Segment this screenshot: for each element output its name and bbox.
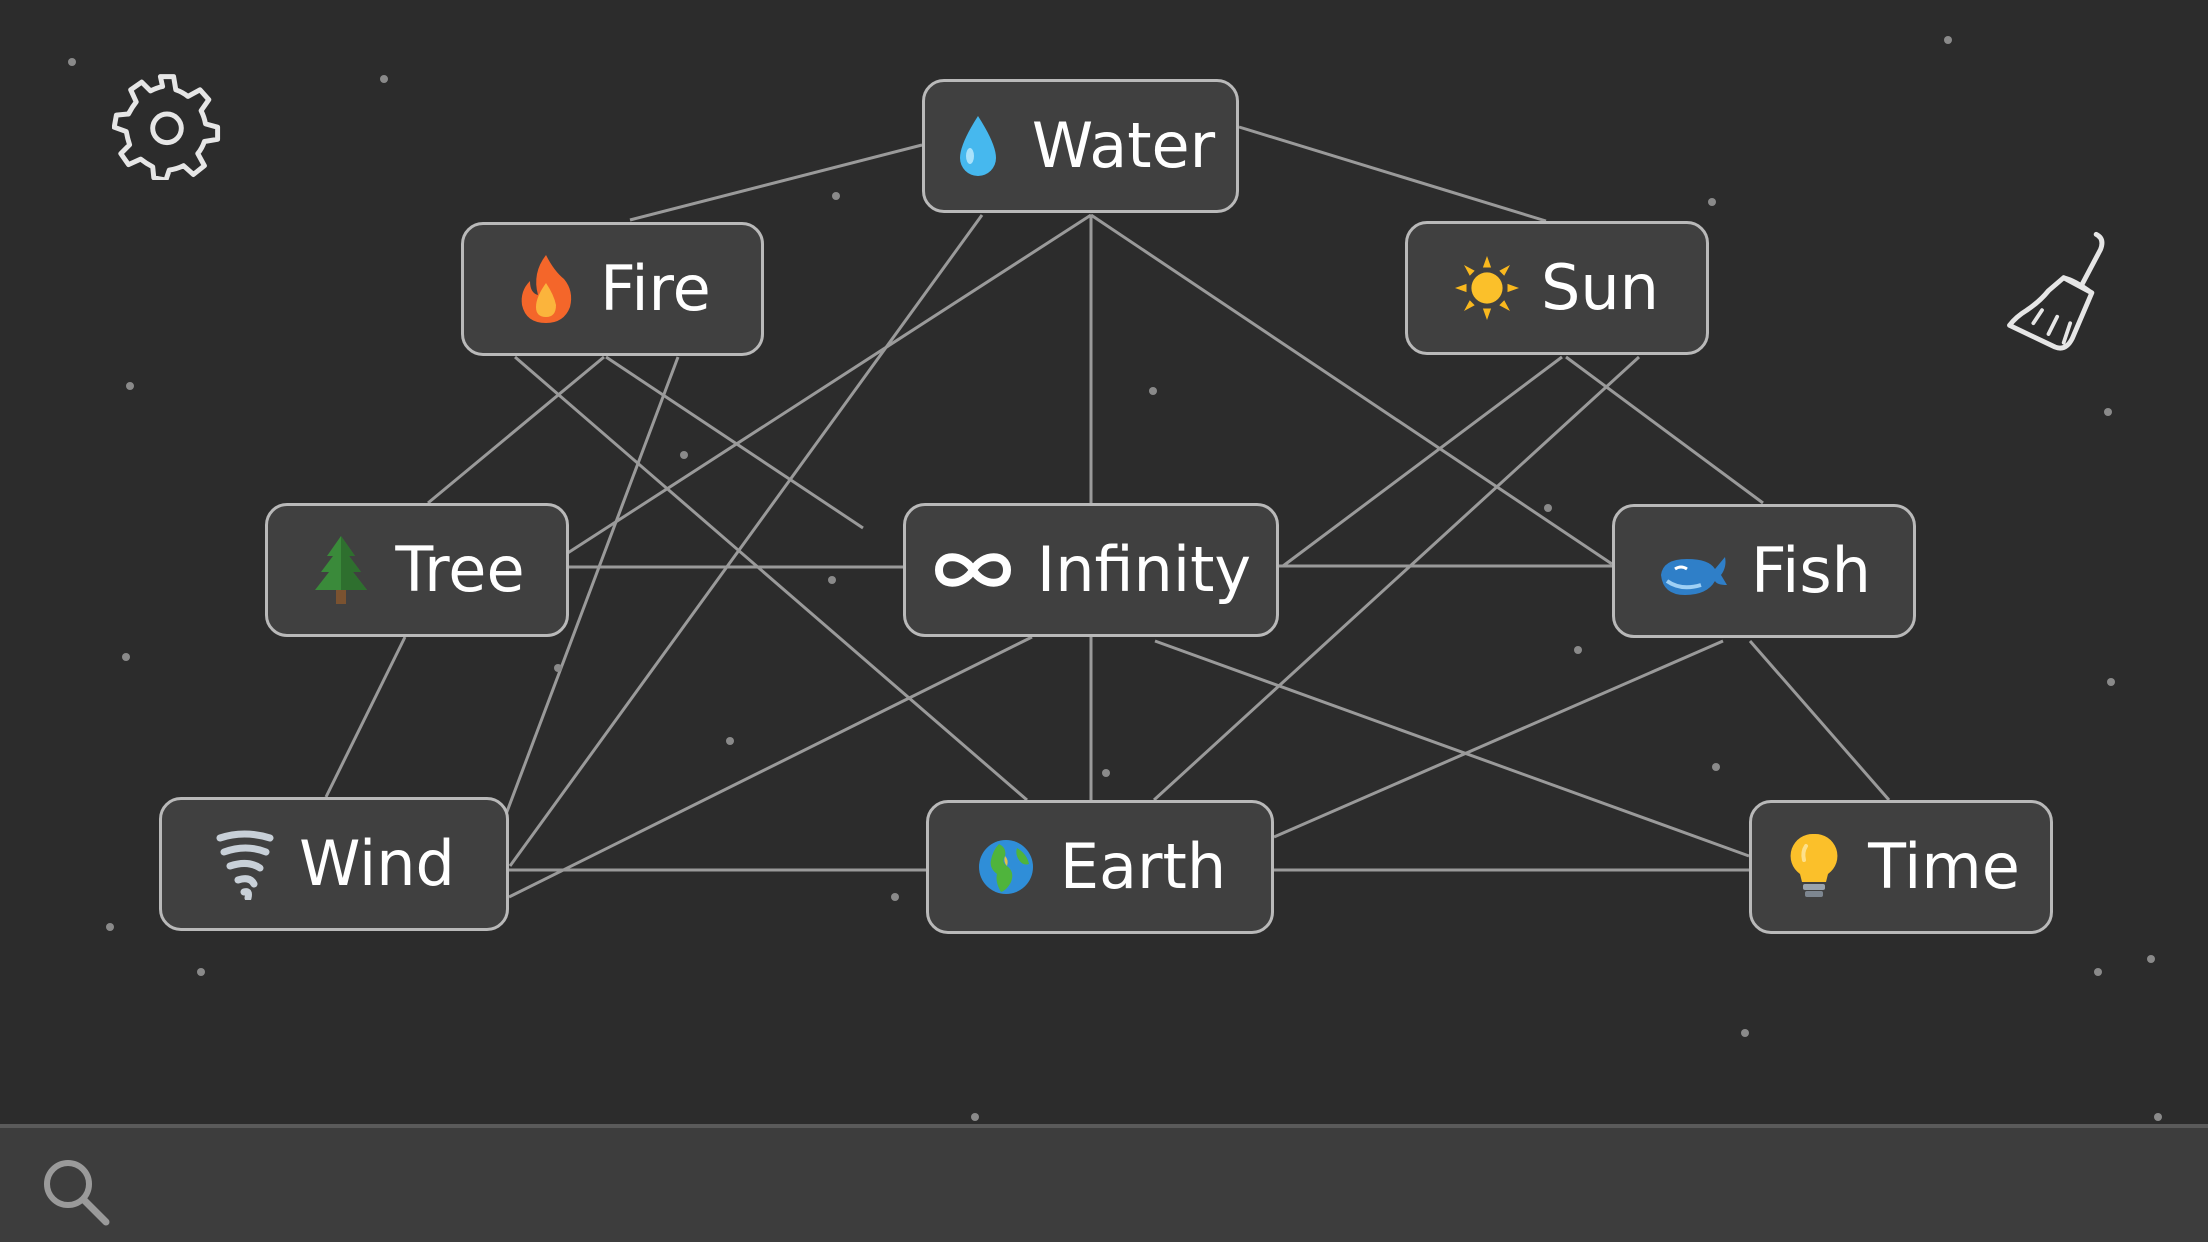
- star-dot: [1708, 198, 1716, 206]
- search-icon[interactable]: [38, 1154, 114, 1230]
- star-dot: [122, 653, 130, 661]
- connection-lines: [324, 125, 1891, 899]
- element-infinity[interactable]: Infinity: [903, 503, 1279, 637]
- star-dot: [1544, 504, 1552, 512]
- star-dot: [126, 382, 134, 390]
- lightbulb-icon: [1782, 833, 1846, 899]
- star-dot: [197, 968, 205, 976]
- star-dot: [680, 451, 688, 459]
- star-dot: [68, 58, 76, 66]
- connection-line: [1273, 639, 1724, 839]
- star-dot: [891, 893, 899, 901]
- element-label: Infinity: [1036, 533, 1252, 606]
- sun-icon: [1455, 256, 1520, 320]
- search-input[interactable]: [130, 1146, 2174, 1226]
- star-dot: [1574, 646, 1582, 654]
- connection-line: [1154, 639, 1750, 858]
- star-dot: [1944, 36, 1952, 44]
- connection-line: [1152, 355, 1641, 802]
- star-dot: [1741, 1029, 1749, 1037]
- star-dot: [554, 664, 562, 672]
- star-dot: [726, 737, 734, 745]
- star-dot: [106, 923, 114, 931]
- crafting-board[interactable]: Water Fire Sun: [0, 0, 2208, 1124]
- settings-button[interactable]: [111, 70, 222, 183]
- star-dot: [2107, 678, 2115, 686]
- clear-board-button[interactable]: [2000, 230, 2110, 360]
- gear-icon: [111, 74, 221, 183]
- element-label: Earth: [1059, 830, 1227, 903]
- connection-line: [1238, 125, 1547, 223]
- fire-icon: [514, 255, 578, 323]
- element-water[interactable]: Water: [922, 79, 1239, 213]
- star-dot: [832, 192, 840, 200]
- connection-line: [514, 355, 1028, 802]
- connection-line: [605, 355, 864, 530]
- connection-line: [1090, 213, 1613, 566]
- tree-icon: [309, 536, 373, 604]
- connection-line: [1748, 640, 1891, 801]
- globe-icon: [974, 835, 1038, 899]
- element-label: Tree: [395, 533, 525, 606]
- star-dot: [1712, 763, 1720, 771]
- connection-line: [503, 356, 680, 818]
- element-label: Fire: [600, 252, 711, 325]
- star-dot: [2154, 1113, 2162, 1121]
- star-dot: [828, 576, 836, 584]
- connection-line: [1565, 355, 1764, 505]
- star-dot: [971, 1113, 979, 1121]
- element-label: Sun: [1541, 251, 1659, 324]
- element-wind[interactable]: Wind: [159, 797, 509, 931]
- tornado-icon: [213, 830, 277, 900]
- connection-line: [508, 214, 984, 867]
- element-time[interactable]: Time: [1749, 800, 2053, 934]
- connection-line: [545, 213, 1092, 569]
- star-dot: [1149, 387, 1157, 395]
- connection-line: [1282, 355, 1563, 568]
- element-fire[interactable]: Fire: [461, 222, 764, 356]
- star-dot: [2147, 955, 2155, 963]
- infinity-icon: [931, 538, 1015, 602]
- search-bar: [0, 1124, 2208, 1242]
- element-sun[interactable]: Sun: [1405, 221, 1709, 355]
- broom-icon: [2007, 231, 2105, 351]
- connection-line: [508, 635, 1033, 899]
- connection-line: [629, 143, 923, 222]
- star-dot: [380, 75, 388, 83]
- element-tree[interactable]: Tree: [265, 503, 569, 637]
- whale-icon: [1657, 539, 1729, 603]
- star-dot: [2104, 408, 2112, 416]
- connection-line: [324, 636, 407, 798]
- element-earth[interactable]: Earth: [926, 800, 1274, 934]
- water-drop-icon: [946, 114, 1010, 178]
- element-label: Time: [1868, 830, 2020, 903]
- star-dot: [2094, 968, 2102, 976]
- element-label: Wind: [299, 827, 455, 900]
- element-label: Water: [1031, 109, 1216, 182]
- element-fish[interactable]: Fish: [1612, 504, 1916, 638]
- connection-line: [427, 355, 605, 505]
- star-dot: [1102, 769, 1110, 777]
- element-label: Fish: [1751, 534, 1871, 607]
